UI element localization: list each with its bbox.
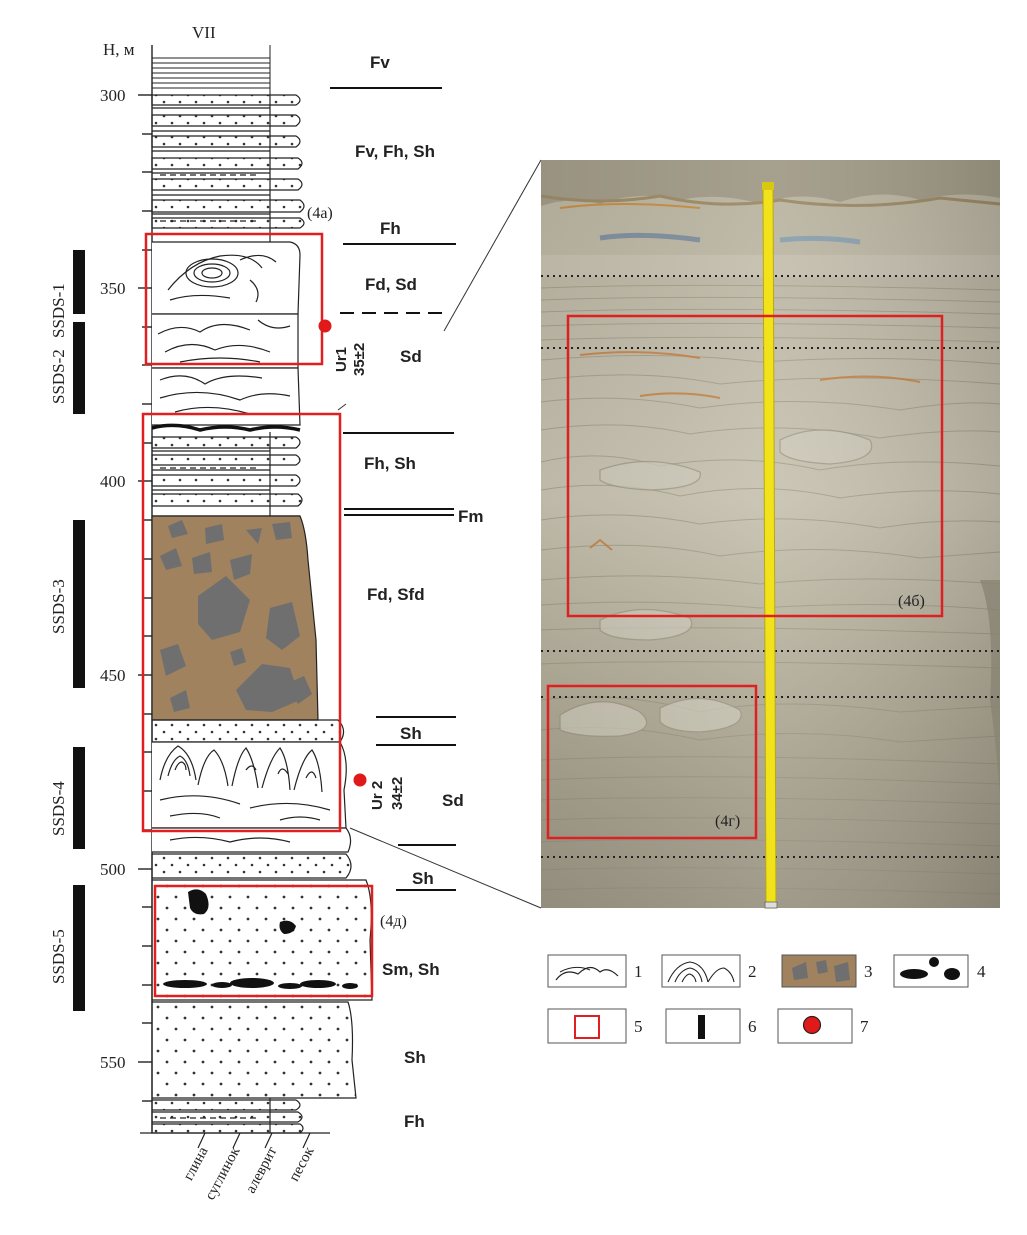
mud-clast-2 <box>279 920 296 934</box>
depth-tick-300: 300 <box>100 86 126 105</box>
facies-sd-1: Sd <box>400 347 422 366</box>
sample-dot-ur2 <box>353 773 367 787</box>
column-title: VII <box>192 23 216 42</box>
sand-unit-500 <box>151 853 352 879</box>
facies-fv-fh-sh: Fv, Fh, Sh <box>355 142 435 161</box>
callout-4g: (4г) <box>715 813 740 830</box>
legend-num-2: 2 <box>748 962 757 981</box>
legend-symbol-red-box-icon <box>574 1015 600 1039</box>
tape-tip-bottom <box>764 901 778 909</box>
ssds-bar-5 <box>73 885 85 1011</box>
bottom-fh-beds <box>151 1098 304 1134</box>
photo-box-4g <box>546 684 758 840</box>
facies-fh-1: Fh <box>380 219 401 238</box>
legend-num-6: 6 <box>748 1017 757 1036</box>
facies-sh-3: Sh <box>404 1048 426 1067</box>
callout-4d: (4д) <box>380 913 407 930</box>
facies-fd-sfd: Fd, Sfd <box>367 585 425 604</box>
legend-symbol-mud-clasts-icon <box>900 957 960 980</box>
legend-num-3: 3 <box>864 962 873 981</box>
facies-sd-2: Sd <box>442 791 464 810</box>
grain-size-scale <box>140 1132 330 1149</box>
sample-ur2-name: Ur 2 <box>369 781 386 810</box>
diamicton-unit <box>151 515 319 721</box>
ssds-1-label: SSDS-1 <box>49 283 68 338</box>
grain-sand-label: песок <box>286 1144 318 1184</box>
tape-tip-top <box>762 182 774 190</box>
outcrop-photo: (4б) (4г) <box>541 160 1000 909</box>
callout-4b: (4б) <box>898 593 925 610</box>
lower-sand-sh <box>151 1001 357 1099</box>
ssds-4-label: SSDS-4 <box>49 781 68 836</box>
legend-symbol-convolute-icon <box>667 961 735 983</box>
connector-line-bottom <box>349 827 542 909</box>
facies-fd-sd: Fd, Sd <box>365 275 417 294</box>
legend-num-7: 7 <box>860 1017 869 1036</box>
facies-boundaries <box>330 87 456 891</box>
grain-clay-label: глина <box>181 1144 212 1183</box>
highlight-box-4a <box>144 232 324 366</box>
legend: 1 2 3 4 5 6 <box>547 954 986 1044</box>
ssds1-deformed-unit <box>152 241 301 426</box>
top-clay-layer <box>152 45 271 95</box>
facies-sh-1: Sh <box>400 724 422 743</box>
depth-axis-label: H, м <box>103 40 135 59</box>
legend-box-1 <box>547 954 627 988</box>
legend-symbol-ssds-bar-icon <box>698 1015 705 1039</box>
depth-tick-450: 450 <box>100 666 126 685</box>
photo-box-4b <box>566 314 944 618</box>
facies-fh-sh: Fh, Sh <box>364 454 416 473</box>
thin-sand-beds-middle <box>151 432 303 517</box>
highlight-box-4b-4g <box>141 412 342 833</box>
depth-tick-500: 500 <box>100 860 126 879</box>
facies-sh-2: Sh <box>412 869 434 888</box>
facies-fh-bottom: Fh <box>404 1112 425 1131</box>
facies-fv-top: Fv <box>370 53 390 72</box>
sample-ur1-name: Ur1 <box>333 347 350 372</box>
depth-tick-400: 400 <box>100 472 126 491</box>
legend-num-4: 4 <box>977 962 986 981</box>
facies-fm: Fm <box>458 507 484 526</box>
legend-num-5: 5 <box>634 1017 643 1036</box>
ssds-5-label: SSDS-5 <box>49 929 68 984</box>
stratigraphic-column: VII H, м <box>49 23 542 1203</box>
ssds-bar-1 <box>73 250 85 314</box>
ssds4-flame-unit <box>152 741 352 853</box>
highlight-box-4d <box>153 884 374 998</box>
depth-tick-350: 350 <box>100 279 126 298</box>
connector-line-left <box>337 403 347 411</box>
ssds-bar-3 <box>73 520 85 688</box>
mud-clast-1 <box>188 889 209 915</box>
sample-dot-ur1 <box>318 319 332 333</box>
sample-ur1-age: 35±2 <box>351 343 368 376</box>
mud-clast-lag <box>163 978 358 989</box>
legend-num-1: 1 <box>634 962 643 981</box>
thin-sand-beds-upper <box>151 94 305 242</box>
callout-4a: (4а) <box>307 205 333 222</box>
legend-symbol-diamicton-icon <box>792 960 850 982</box>
sand-unit-sh <box>151 719 345 743</box>
connector-line-top <box>443 159 542 332</box>
facies-sm-sh: Sm, Sh <box>382 960 440 979</box>
grain-silt-label: алеврит <box>243 1144 281 1196</box>
ssds-3-label: SSDS-3 <box>49 579 68 634</box>
depth-tick-550: 550 <box>100 1053 126 1072</box>
ssds-2-label: SSDS-2 <box>49 349 68 404</box>
ssds-bar-2 <box>73 322 85 414</box>
sample-ur2-age: 34±2 <box>389 777 406 810</box>
ssds5-massive-sand <box>151 879 373 1001</box>
ssds-bar-4 <box>73 747 85 849</box>
legend-symbol-deformation-icon <box>555 966 619 981</box>
legend-symbol-sample-dot-icon <box>802 1015 822 1035</box>
erosion-surface <box>151 423 301 432</box>
